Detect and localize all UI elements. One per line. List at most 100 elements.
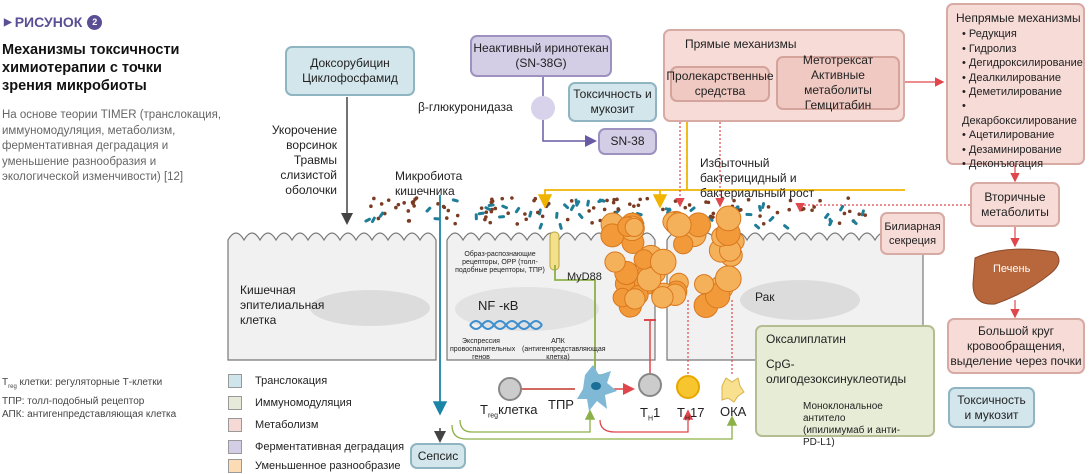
bacterium-icon: [493, 206, 498, 211]
bacterium-icon: [446, 208, 451, 213]
bacterium-icon: [708, 214, 713, 219]
bacterium-icon: [687, 203, 692, 207]
legend-label: Иммуномодуляция: [255, 397, 352, 409]
bacterium-icon: [591, 206, 596, 210]
bacterium-icon: [501, 204, 508, 210]
bacterium-icon: [433, 217, 441, 221]
liver-icon: [972, 248, 1060, 305]
bacterium-icon: [364, 217, 371, 223]
bacterium-icon: [645, 196, 650, 201]
bacterium-icon: [479, 206, 484, 210]
bacterium-icon: [801, 206, 806, 211]
bacterium-icon: [577, 212, 584, 220]
bacterium-icon: [528, 210, 533, 218]
liver-label: Печень: [993, 263, 1031, 275]
figure-label: ▶ РИСУНОК 2: [4, 14, 103, 30]
indirect-mechanisms-box: Непрямые механизмы • Редукция• Гидролиз•…: [946, 3, 1085, 170]
play-icon: ▶: [4, 16, 12, 28]
glucuronidase-label: β-глюкуронидаза: [418, 100, 513, 114]
bacterium-icon: [563, 203, 570, 210]
th1-cell-icon: [638, 373, 662, 397]
secondary-metabolites-box: Вторичные метаболиты: [970, 182, 1060, 227]
bacterium-icon: [839, 204, 845, 212]
legend-item: Уменьшенное разнообразие: [228, 459, 401, 473]
bacterium-icon: [510, 196, 514, 200]
cancer-label: Рак: [755, 290, 775, 304]
bacterium-icon: [406, 209, 411, 213]
bacterium-icon: [638, 197, 642, 202]
bacterium-icon: [628, 202, 632, 207]
indirect-mechanism-item: • Деалкилирование: [962, 71, 1061, 84]
bacterium-icon: [488, 220, 493, 225]
biliary-secretion-box: Билиарная секреция: [880, 212, 945, 255]
tumor-cell-icon: [651, 286, 674, 309]
page-title: Механизмы токсичности химиотерапии с точ…: [2, 42, 180, 94]
bacterium-icon: [444, 216, 449, 220]
bacterium-icon: [575, 200, 581, 207]
bacterium-icon: [711, 211, 716, 216]
bacterium-icon: [489, 200, 494, 205]
myd88-label: MyD88: [567, 271, 602, 283]
bacterium-icon: [402, 201, 406, 205]
bacterium-icon: [812, 205, 816, 209]
treg-label: Tregклетка: [480, 402, 538, 420]
bacterium-icon: [605, 198, 609, 203]
bacterium-icon: [810, 208, 814, 213]
bacterium-icon: [376, 216, 381, 221]
bacterium-icon: [406, 219, 411, 223]
bacterium-icon: [370, 216, 376, 224]
tumor-cell-icon: [624, 288, 646, 310]
nucleus: [310, 290, 430, 326]
bacterium-icon: [738, 208, 742, 212]
bacterium-icon: [498, 215, 506, 219]
bacterium-icon: [788, 198, 793, 203]
bacterium-icon: [661, 207, 665, 212]
bacterium-icon: [378, 211, 385, 218]
bacterium-icon: [824, 212, 830, 220]
bacterium-icon: [474, 213, 478, 221]
tumor-cell-icon: [624, 217, 644, 237]
toxicity-box-1: Токсичность и мукозит: [568, 82, 657, 122]
bacterium-icon: [586, 199, 590, 207]
bacterium-icon: [775, 210, 780, 215]
sepsis-box: Сепсис: [410, 443, 466, 469]
bacterium-icon: [768, 216, 775, 222]
bacterium-icon: [837, 221, 842, 226]
bacterium-icon: [515, 222, 520, 226]
subtitle: На основе теории TIMER (транслокация, им…: [2, 109, 222, 183]
bacterium-icon: [506, 211, 510, 216]
bacterium-icon: [484, 206, 492, 211]
bacterium-icon: [442, 205, 447, 210]
bacterium-icon: [412, 204, 416, 208]
bacterium-icon: [598, 198, 606, 203]
tumor-cell-icon: [604, 251, 626, 273]
bacterium-icon: [538, 222, 543, 230]
bacterium-icon: [514, 206, 521, 214]
indirect-mechanism-item: • Гидролиз: [962, 42, 1017, 55]
th17-cell-icon: [676, 375, 700, 399]
bacterium-icon: [546, 201, 551, 206]
legend-item: Иммуномодуляция: [228, 396, 352, 410]
legend-swatch: [228, 418, 242, 432]
bacterium-icon: [414, 196, 419, 200]
bacterium-icon: [535, 210, 540, 215]
tumor-cells: [600, 205, 745, 319]
bacterium-icon: [411, 199, 416, 204]
receptor-icon: [549, 231, 560, 271]
bacterium-icon: [569, 199, 574, 203]
legend-swatch: [228, 374, 242, 388]
circulation-box: Большой круг кровообращения, выделение ч…: [947, 318, 1085, 374]
bacterium-icon: [587, 209, 591, 213]
prr-label: Образ-распознающие рецепторы, ОРР (толл-…: [455, 251, 545, 274]
bacterium-icon: [857, 212, 862, 216]
prodrugs-box: Пролекарственные средства: [666, 66, 774, 102]
indirect-mechanism-item: • Декарбоксилирование: [962, 100, 1077, 127]
bacterium-icon: [612, 197, 616, 202]
indirect-mechanism-item: • Дегидроксилирование: [962, 57, 1083, 70]
bacterium-icon: [565, 217, 570, 222]
bacterium-icon: [761, 221, 766, 226]
legend-label: Метаболизм: [255, 419, 319, 431]
bacterium-icon: [745, 212, 753, 217]
bacterium-icon: [484, 210, 489, 215]
